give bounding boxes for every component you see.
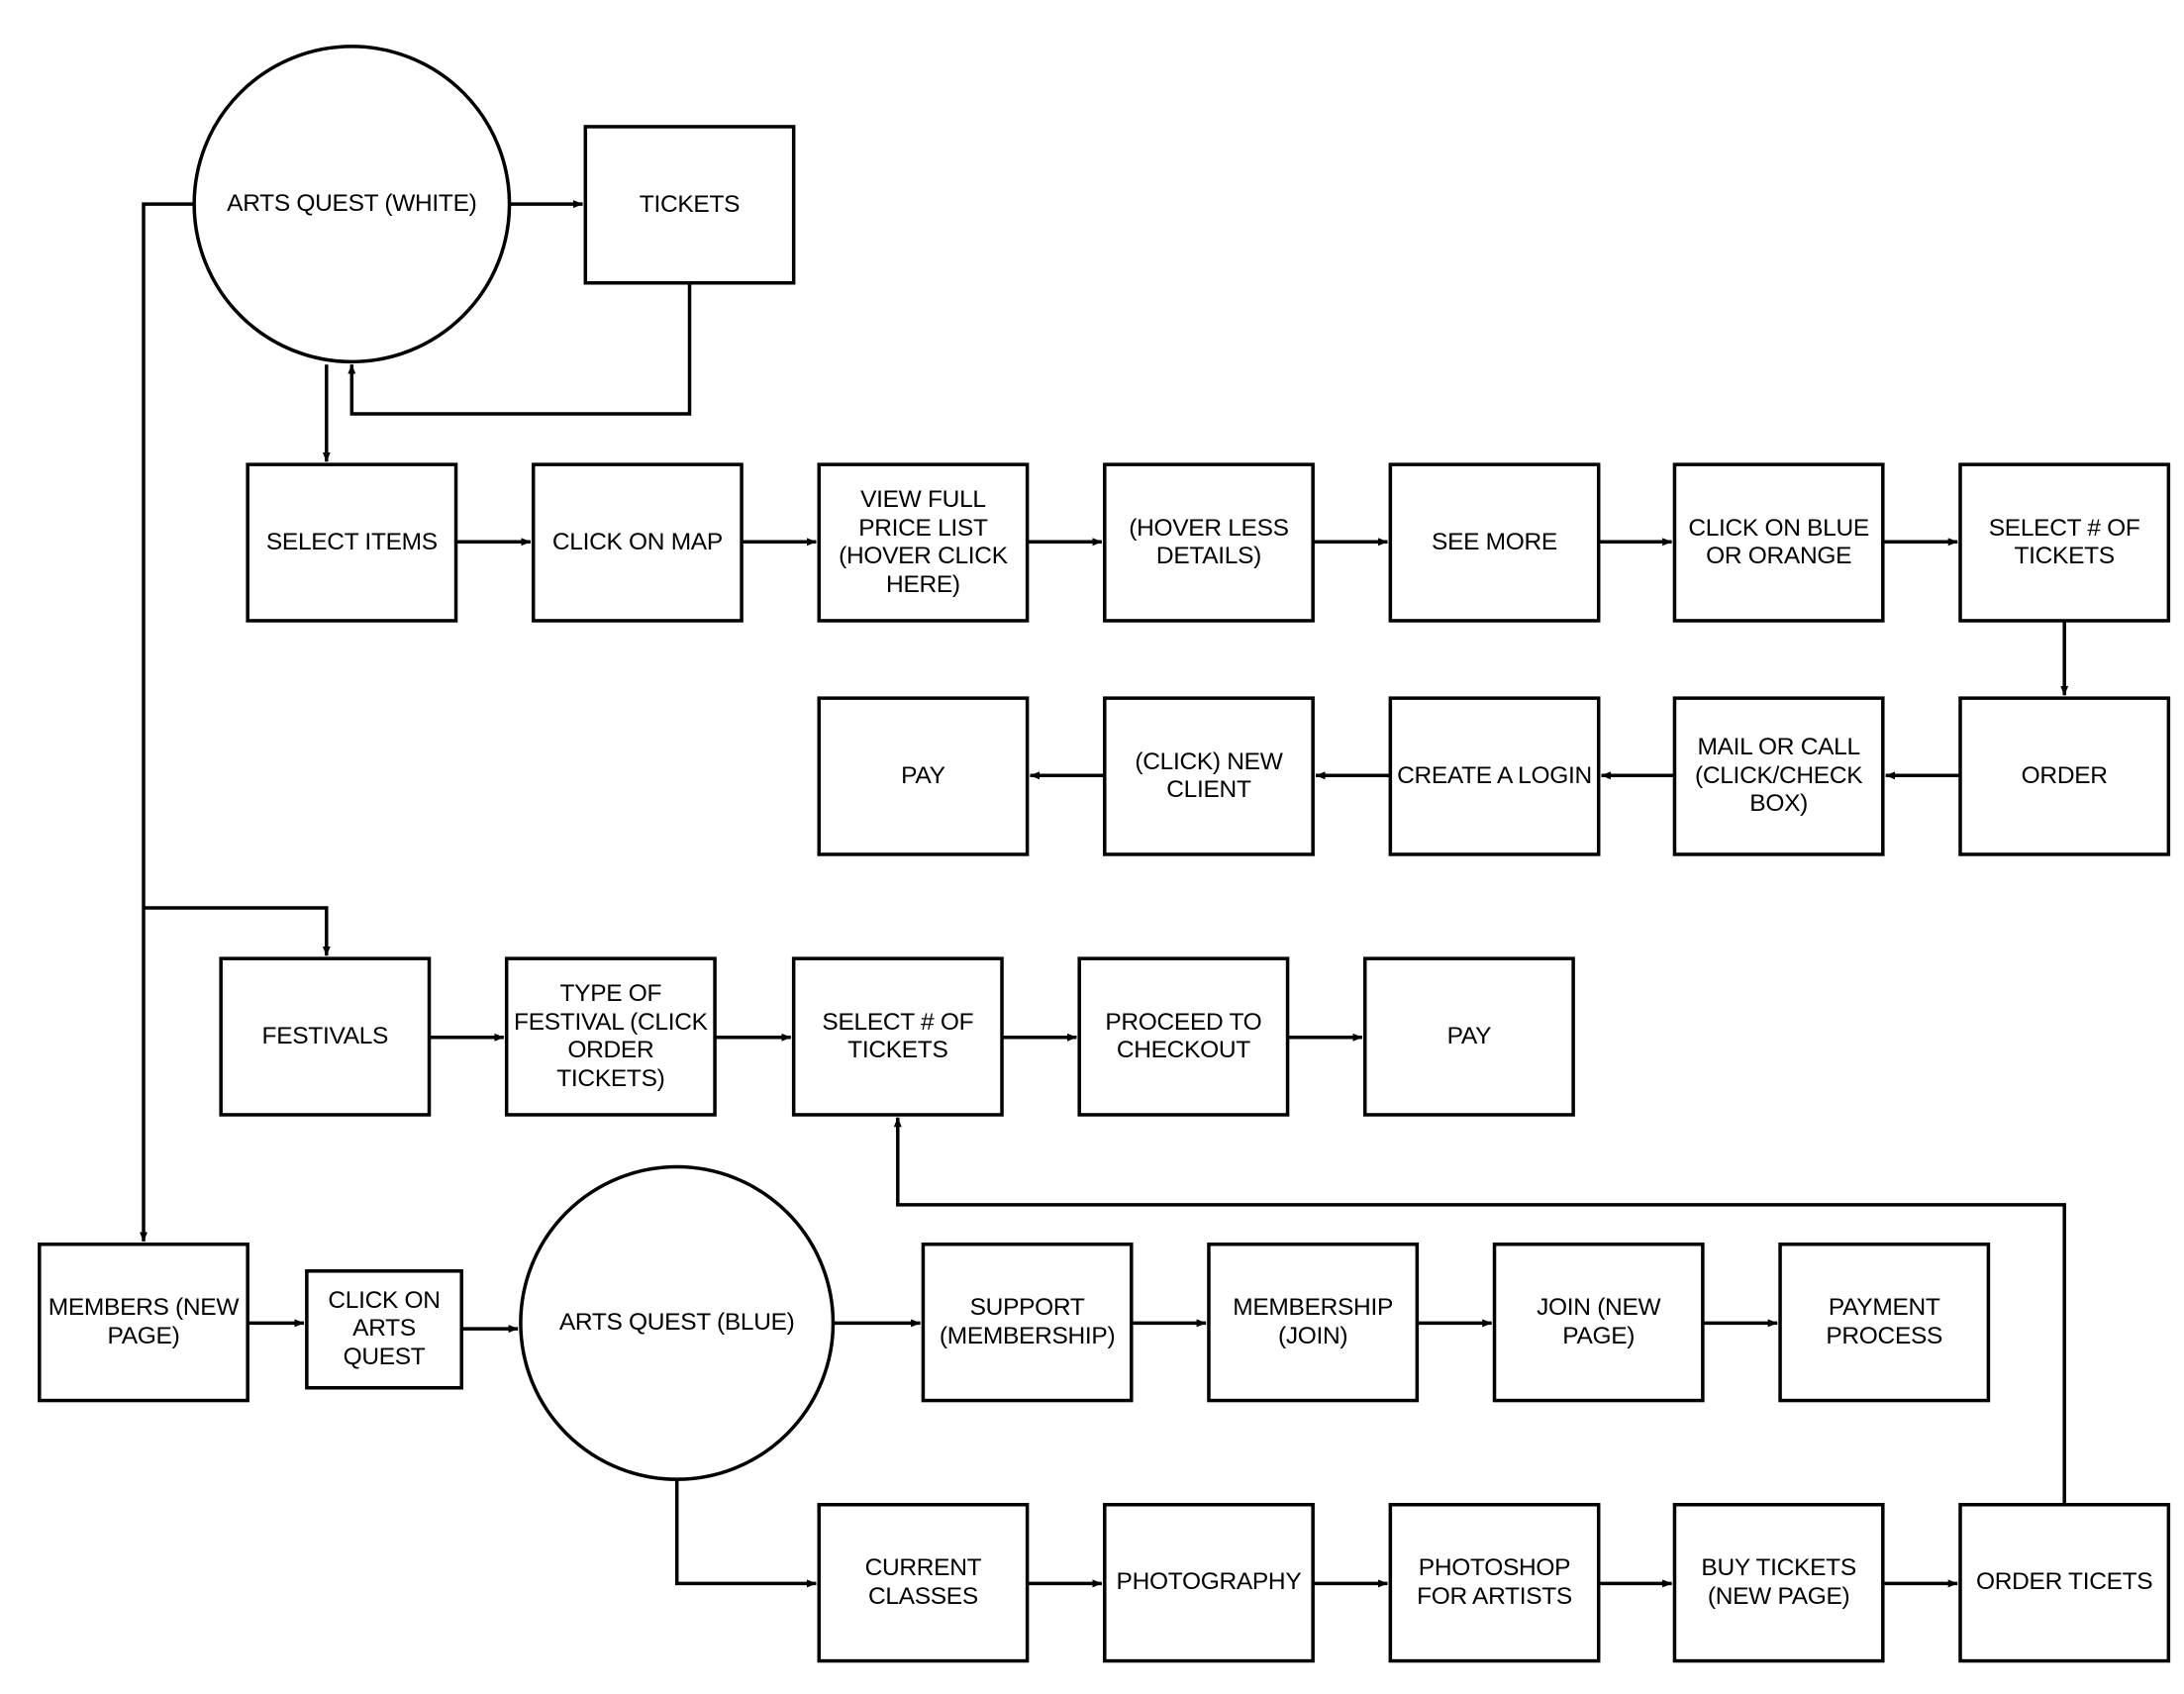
node-pay-1-box <box>817 696 1030 856</box>
node-membership-join-box <box>1207 1243 1420 1403</box>
node-create-a-login-box <box>1388 696 1601 856</box>
node-view-full-price-list-box <box>817 462 1030 623</box>
arrow-order-ticets-to-select-num-tickets-2 <box>893 1117 2066 1505</box>
node-select-items-box <box>246 462 458 623</box>
node-buy-tickets-new-page-box <box>1672 1503 1885 1663</box>
node-photography-box <box>1103 1503 1315 1663</box>
node-select-num-tickets-1-box <box>1958 462 2171 623</box>
node-arts-quest-blue-circle <box>519 1164 836 1481</box>
node-photoshop-for-artists-box <box>1388 1503 1601 1663</box>
node-pay-2-box <box>1363 956 1575 1117</box>
node-join-new-page-box <box>1492 1243 1705 1403</box>
node-see-more-box <box>1388 462 1601 623</box>
node-arts-quest-white-circle <box>192 45 512 364</box>
node-hover-less-details-box <box>1103 462 1315 623</box>
arrow-tickets-to-arts-quest-white <box>347 282 692 416</box>
node-type-of-festival-box <box>504 956 717 1117</box>
arrow-arts-quest-white-to-members-new-page <box>140 202 195 1243</box>
node-support-membership-box <box>921 1243 1134 1403</box>
node-current-classes-box <box>817 1503 1030 1663</box>
node-order-ticets-box <box>1958 1503 2171 1663</box>
connectors <box>140 200 2069 1588</box>
node-proceed-to-checkout-box <box>1077 956 1290 1117</box>
arrow-arts-quest-white-to-festivals <box>144 906 331 956</box>
arrow-arts-quest-blue-to-current-classes <box>674 1479 817 1588</box>
node-click-on-arts-quest-box <box>305 1269 463 1390</box>
node-tickets-box <box>583 125 796 285</box>
nodes <box>38 45 2171 1663</box>
node-mail-or-call-box <box>1672 696 1885 856</box>
node-festivals-box <box>219 956 432 1117</box>
node-click-new-client-box <box>1103 696 1315 856</box>
node-select-num-tickets-2-box <box>791 956 1004 1117</box>
node-click-on-map-box <box>531 462 744 623</box>
node-members-new-page-box <box>38 1243 249 1403</box>
node-click-on-blue-or-orange-box <box>1672 462 1885 623</box>
node-payment-process-box <box>1778 1243 1991 1403</box>
node-order-box <box>1958 696 2171 856</box>
